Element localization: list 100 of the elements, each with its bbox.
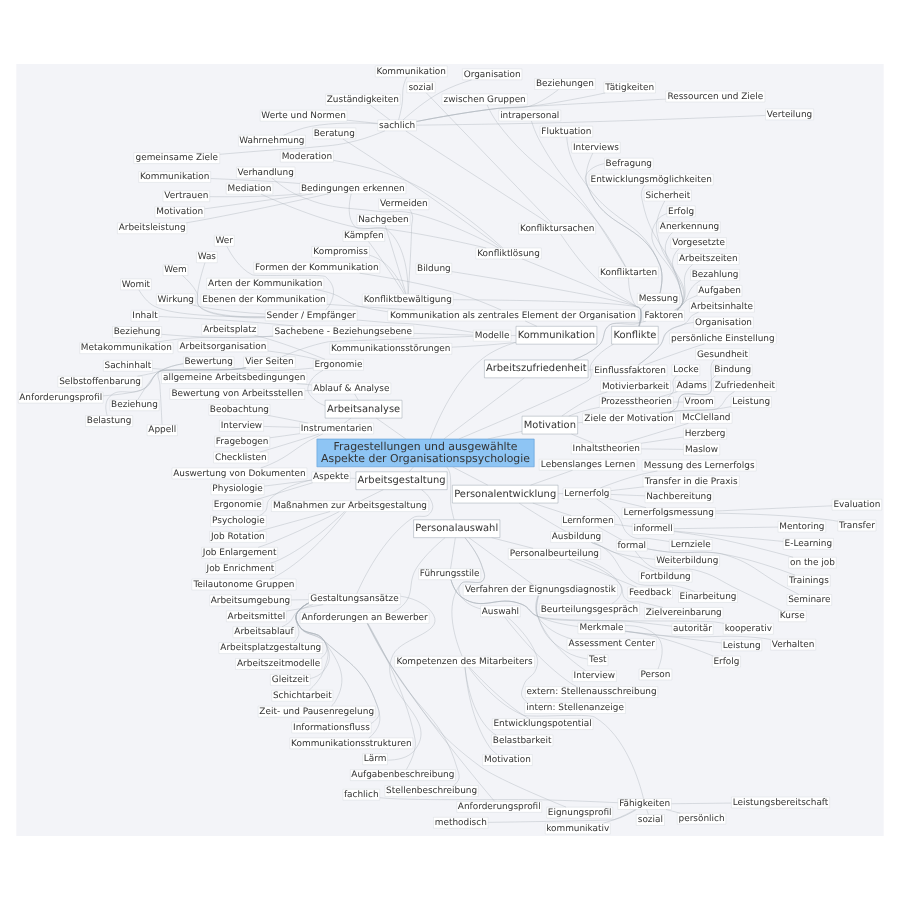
connector: [468, 537, 534, 585]
connector: [597, 526, 623, 541]
connector: [267, 350, 317, 360]
connector: [715, 512, 838, 522]
connector: [158, 316, 294, 327]
connector: [560, 233, 642, 327]
connector: [219, 130, 386, 155]
connector: [307, 370, 326, 406]
connector: [446, 466, 455, 520]
connector: [367, 623, 416, 770]
connector: [370, 105, 391, 121]
connector: [451, 271, 642, 327]
connector: [392, 537, 446, 613]
connector: [624, 625, 663, 670]
connector: [458, 344, 614, 440]
connector: [416, 115, 766, 126]
connector: [356, 319, 474, 333]
connector: [385, 225, 407, 295]
connector: [450, 579, 579, 627]
connector: [576, 559, 663, 608]
connector: [452, 466, 488, 486]
connector: [458, 537, 485, 610]
connector: [673, 530, 784, 542]
connector: [281, 604, 313, 627]
connector: [453, 299, 642, 327]
connector: [591, 542, 656, 560]
connector: [360, 489, 384, 501]
connector: [530, 470, 573, 486]
connector: [644, 343, 705, 366]
connector: [674, 295, 698, 311]
connector: [430, 342, 517, 440]
connector: [192, 304, 266, 315]
connector: [368, 241, 405, 295]
connector: [398, 76, 408, 121]
connector: [504, 616, 577, 687]
connector: [367, 623, 460, 786]
connector: [443, 377, 525, 440]
connector: [469, 667, 530, 719]
connector: [259, 479, 313, 516]
connector: [571, 433, 594, 444]
connector: [647, 548, 796, 576]
connector: [157, 367, 247, 425]
connector: [369, 255, 406, 295]
connector: [536, 595, 586, 671]
connector: [464, 667, 497, 736]
connector: [603, 809, 636, 824]
connector: [568, 407, 600, 417]
connector: [269, 511, 347, 580]
connector: [182, 275, 266, 318]
connector: [326, 304, 416, 311]
connector: [521, 258, 641, 327]
connector: [531, 120, 626, 267]
connector: [260, 193, 487, 249]
connector: [376, 418, 406, 440]
connector: [641, 184, 683, 311]
connector: [673, 531, 794, 558]
connector: [226, 246, 334, 311]
connector: [296, 383, 313, 386]
connector: [270, 511, 345, 564]
connector: [491, 537, 534, 549]
connector: [524, 320, 537, 327]
connector: [356, 489, 433, 594]
connector: [137, 367, 247, 377]
connector: [507, 616, 538, 703]
connector: [676, 264, 693, 311]
connector: [314, 288, 388, 312]
connector: [367, 623, 567, 808]
connector: [257, 511, 331, 532]
connector: [567, 559, 637, 588]
connector: [292, 603, 309, 643]
connector: [659, 391, 678, 397]
connector: [625, 630, 714, 657]
connector: [532, 502, 572, 516]
connector: [333, 160, 503, 249]
connector: [561, 391, 608, 417]
connector: [519, 503, 567, 532]
connector: [600, 470, 658, 489]
connector: [186, 193, 329, 223]
connector: [660, 391, 735, 414]
connector: [667, 375, 677, 397]
connector: [283, 122, 378, 136]
connector: [267, 415, 309, 424]
connector: [254, 335, 326, 360]
connector: [255, 482, 313, 500]
connector: [210, 178, 300, 184]
connector: [286, 604, 324, 612]
connector: [260, 433, 323, 469]
connector: [486, 104, 626, 267]
connector: [487, 809, 637, 823]
connector: [487, 431, 523, 440]
connector: [573, 304, 647, 361]
connector: [535, 595, 572, 639]
connector: [387, 596, 436, 761]
connector: [344, 417, 352, 424]
connector: [582, 559, 622, 605]
connector: [596, 498, 670, 542]
connector: [609, 498, 647, 508]
connector: [152, 335, 274, 343]
connector: [536, 595, 588, 660]
connector: [231, 367, 314, 371]
